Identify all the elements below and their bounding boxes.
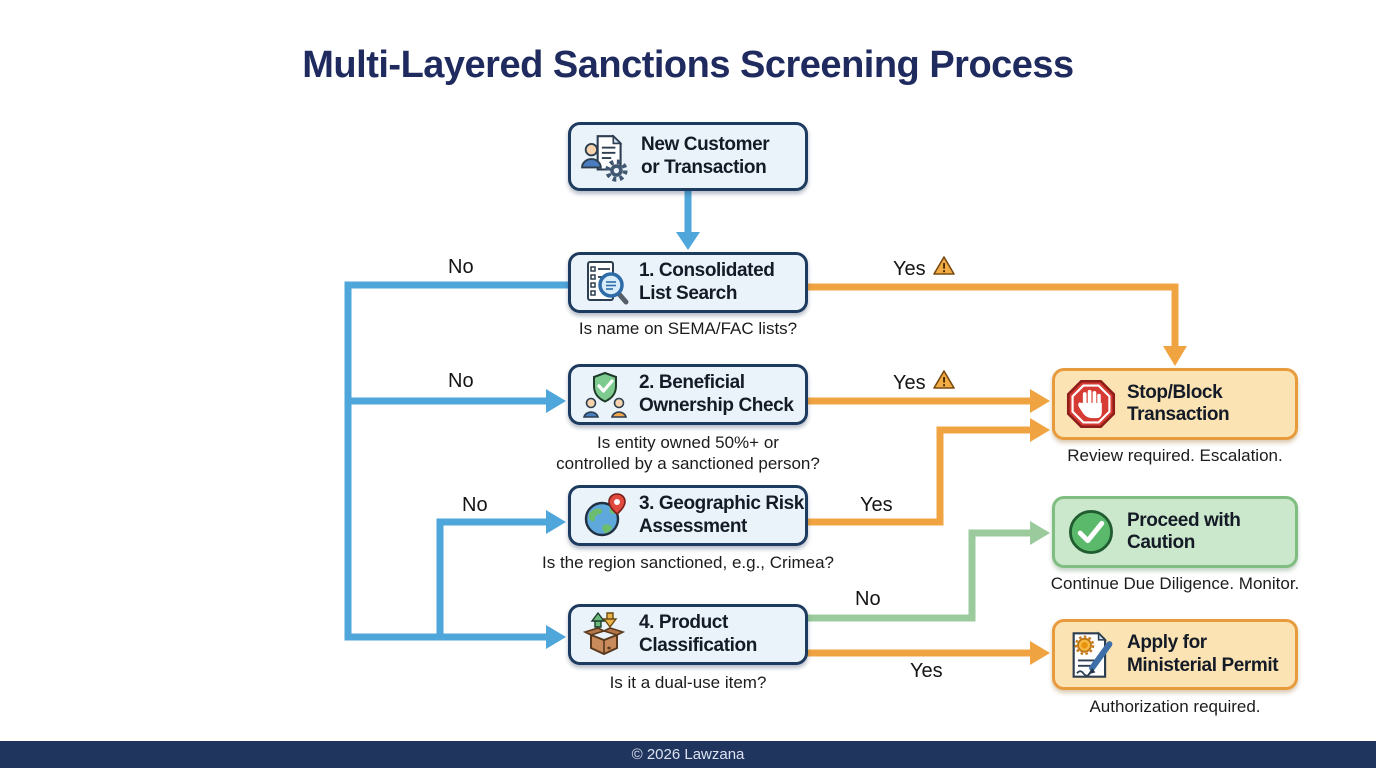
note-ministerial-permit: Authorization required. bbox=[1089, 697, 1261, 716]
check-circle-icon bbox=[1065, 506, 1117, 558]
question-step3: Is the region sanctioned, e.g., Crimea? bbox=[542, 553, 834, 572]
checklist-magnifier-icon bbox=[581, 259, 629, 307]
edge-label-yes-4: Yes bbox=[910, 660, 943, 682]
package-arrows-icon bbox=[581, 611, 629, 659]
question-step2: Is entity owned 50%+ or controlled by a … bbox=[556, 433, 820, 473]
edge-label-yes-2: Yes bbox=[893, 368, 956, 398]
warning-icon bbox=[932, 254, 956, 284]
permit-pen-icon bbox=[1065, 629, 1117, 681]
copyright-text: © 2026 Lawzana bbox=[631, 746, 745, 763]
question-step4: Is it a dual-use item? bbox=[609, 673, 767, 692]
page-title: Multi-Layered Sanctions Screening Proces… bbox=[302, 44, 1074, 86]
edge-label-no-3: No bbox=[462, 494, 488, 516]
customer-file-gear-icon bbox=[581, 132, 631, 182]
edge-label-no-1: No bbox=[448, 256, 474, 278]
note-stop-block: Review required. Escalation. bbox=[1067, 446, 1283, 465]
note-proceed-caution: Continue Due Diligence. Monitor. bbox=[1050, 574, 1300, 593]
shield-owners-icon bbox=[581, 371, 629, 419]
edge-label-yes-3: Yes bbox=[860, 494, 893, 516]
edge-label-no-2: No bbox=[448, 370, 474, 392]
warning-icon bbox=[932, 368, 956, 398]
question-step1: Is name on SEMA/FAC lists? bbox=[578, 319, 798, 338]
edge-label-no-4: No bbox=[855, 588, 881, 610]
footer-bar: © 2026 Lawzana bbox=[0, 741, 1376, 768]
edge-label-yes-1: Yes bbox=[893, 254, 956, 284]
globe-pin-icon bbox=[581, 492, 629, 540]
stop-hand-icon bbox=[1065, 378, 1117, 430]
